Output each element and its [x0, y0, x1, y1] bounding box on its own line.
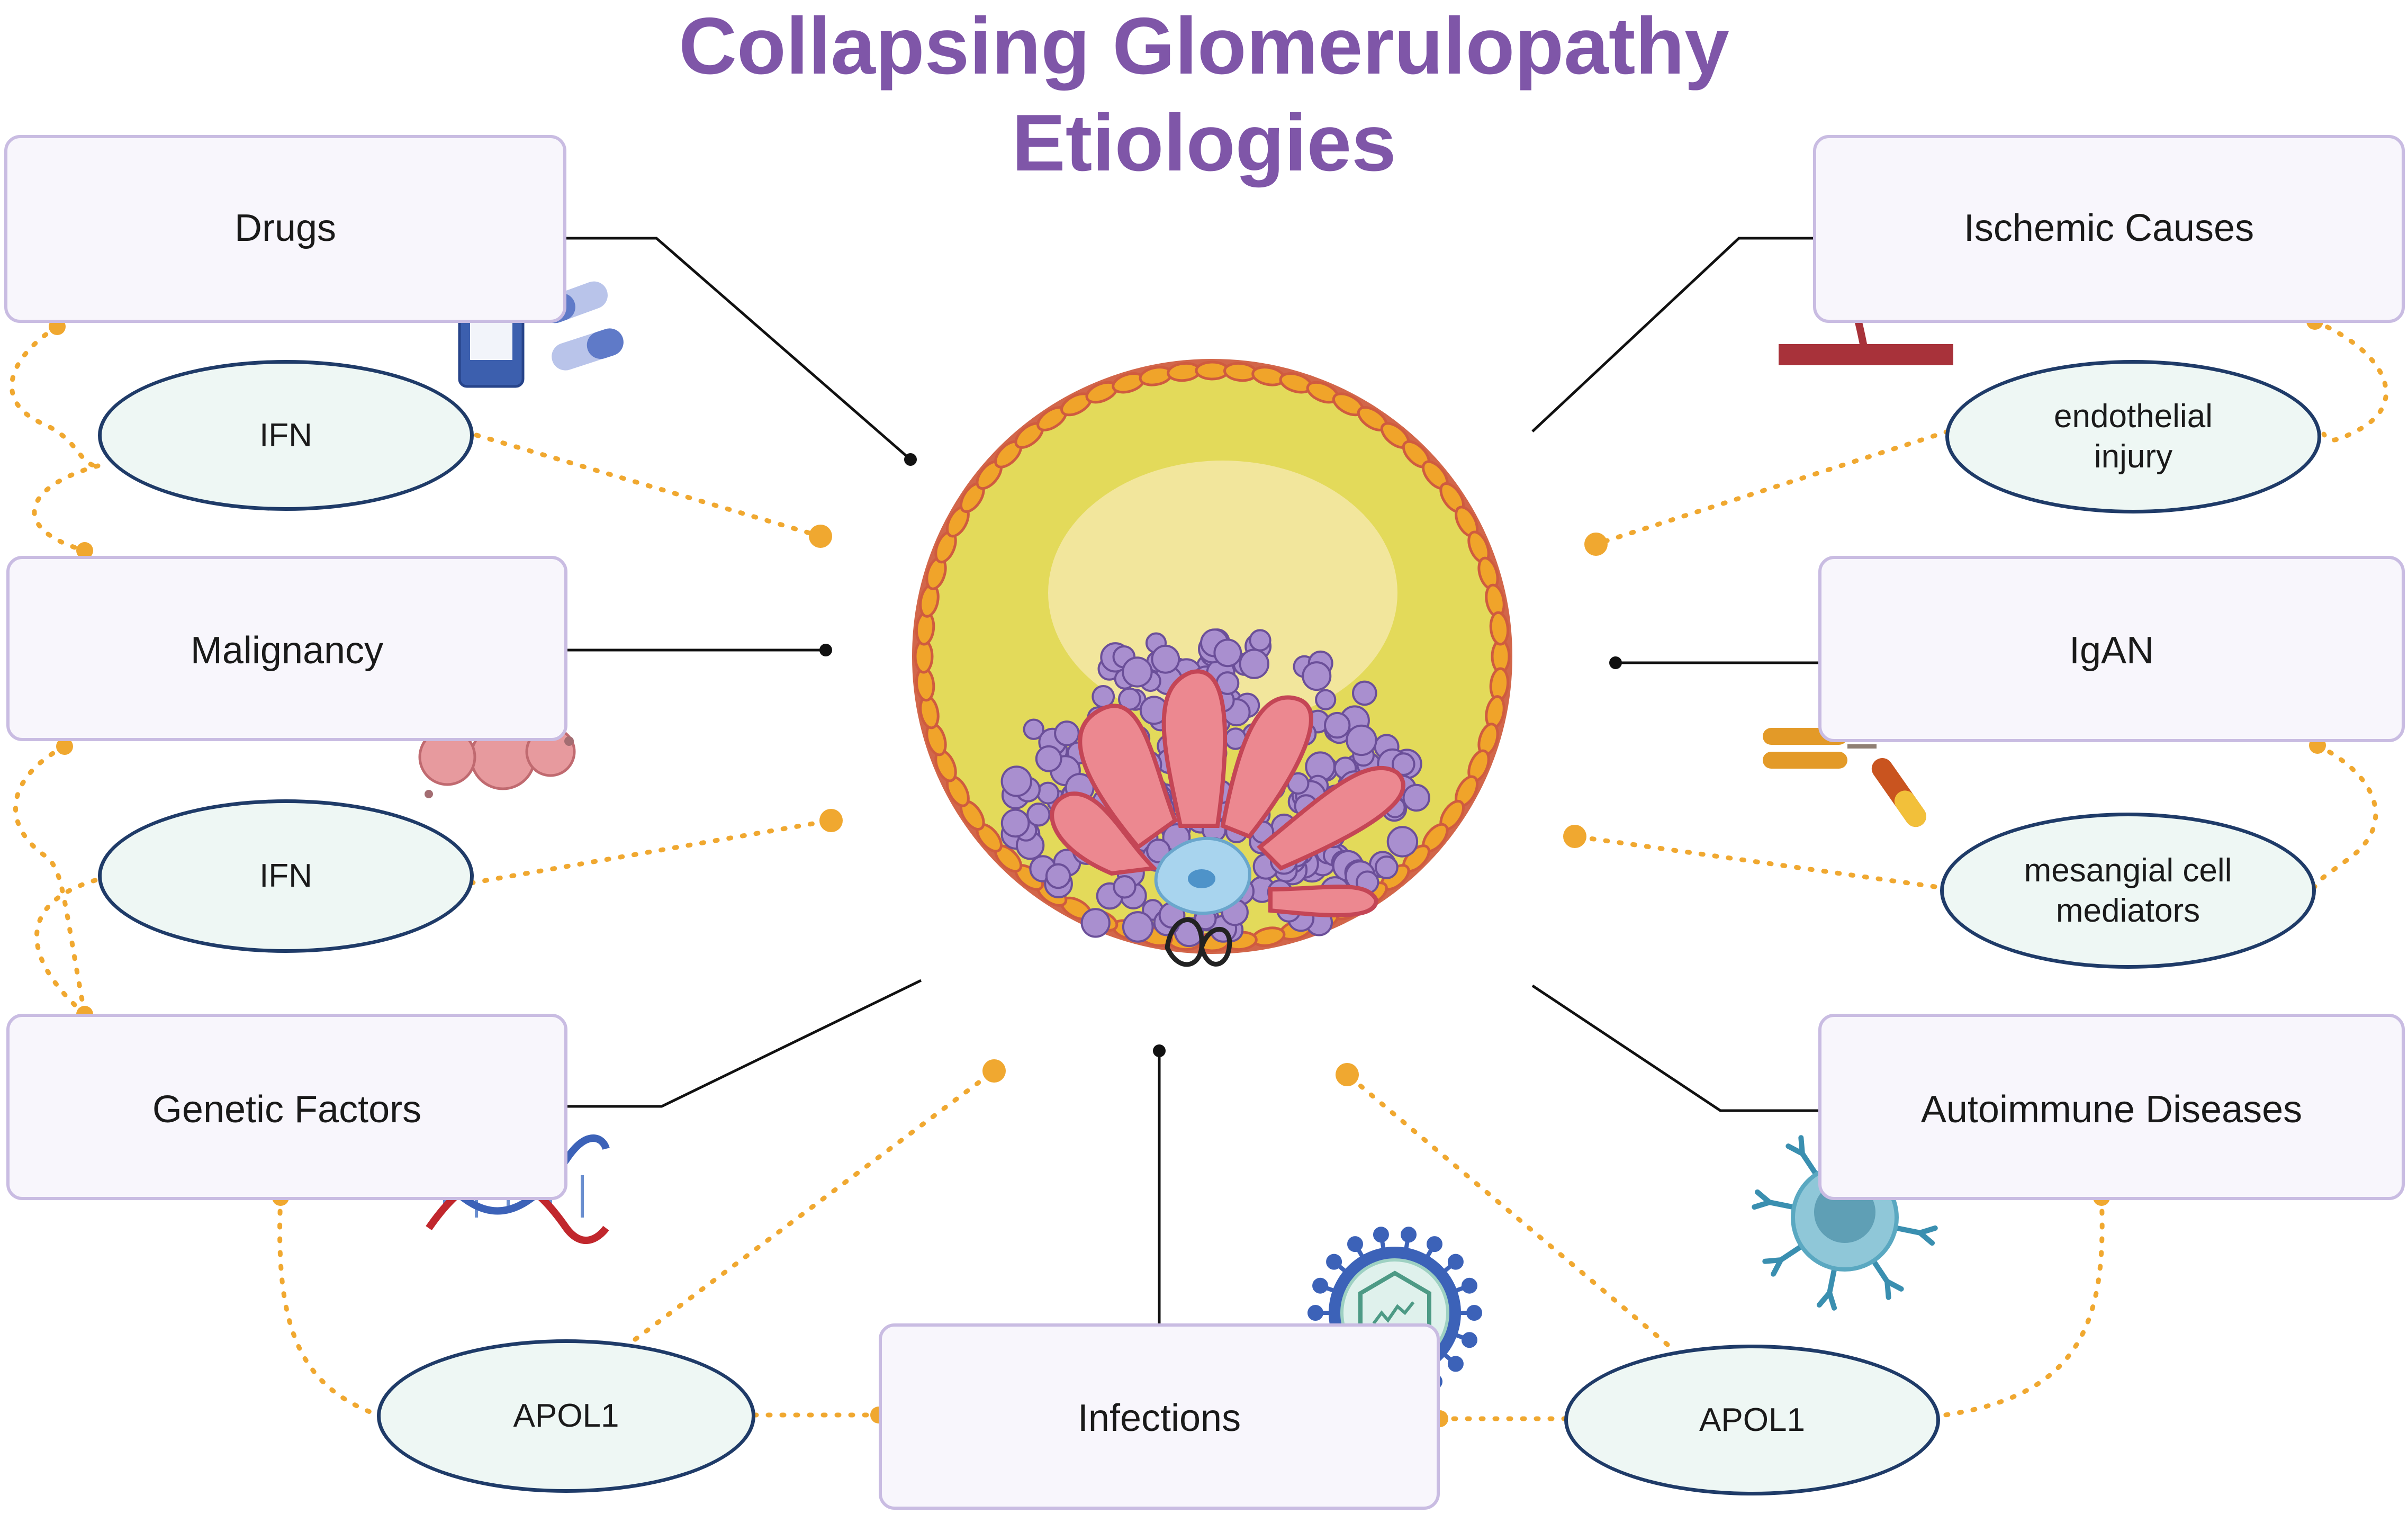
malignancy-label: Malignancy — [190, 629, 384, 672]
connector-ischemic — [1531, 237, 1813, 432]
diagram-title-line-1: Collapsing Glomerulopathy — [679, 1, 1729, 91]
diagram-title-line-2: Etiologies — [1012, 98, 1396, 188]
ifn-oval-drugs: IFN — [98, 360, 474, 511]
immune-cell-icon — [1752, 1124, 1938, 1311]
apol1-oval-right: APOL1 — [1564, 1345, 1940, 1495]
connector-autoimmune — [1531, 984, 1818, 1112]
genetic-factors-box: Genetic Factors — [6, 1014, 567, 1200]
autoimmune-diseases-box: Autoimmune Diseases — [1818, 1014, 2405, 1200]
connector-genetic — [566, 979, 922, 1108]
drugs-label: Drugs — [234, 207, 337, 249]
autoimmune-diseases-label: Autoimmune Diseases — [1920, 1088, 2303, 1131]
dotted-links — [9, 319, 2388, 1421]
ifn-oval-malignancy: IFN — [98, 799, 474, 953]
igan-box: IgAN — [1818, 556, 2405, 742]
ischemic-causes-label: Ischemic Causes — [1963, 207, 2254, 249]
infections-label: Infections — [1077, 1397, 1241, 1439]
malignancy-box: Malignancy — [6, 556, 567, 741]
apol1-oval-left: APOL1 — [377, 1339, 755, 1493]
drugs-box: Drugs — [4, 135, 566, 323]
genetic-factors-label: Genetic Factors — [152, 1088, 422, 1131]
connector-drugs — [566, 237, 912, 461]
endothelial-injury-oval: endothelial injury — [1945, 360, 2321, 513]
ischemic-causes-box: Ischemic Causes — [1813, 135, 2405, 323]
mesangial-cell-mediators-oval: mesangial cell mediators — [1940, 813, 2316, 969]
collapsed-glomerulus-illustration — [912, 359, 1512, 967]
solid-connectors — [566, 237, 1818, 1330]
igan-label: IgAN — [2069, 629, 2154, 672]
infections-box: Infections — [879, 1323, 1440, 1510]
